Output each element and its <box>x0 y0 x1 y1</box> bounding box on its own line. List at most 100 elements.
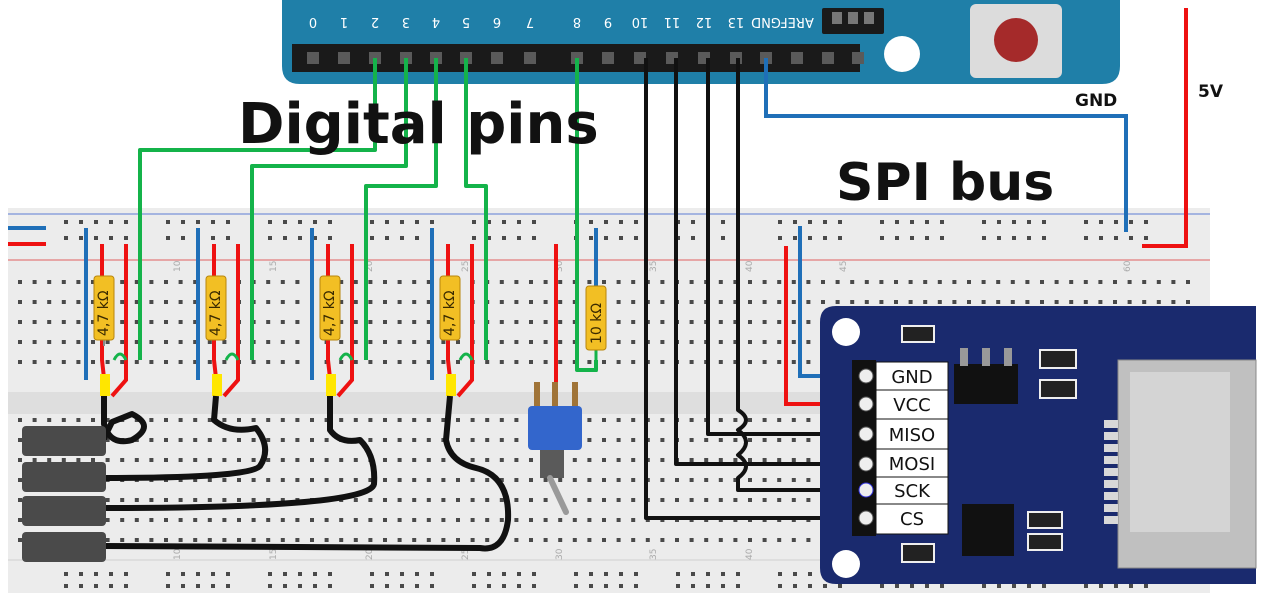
breadboard-hole <box>283 220 287 224</box>
column-number: 20 <box>365 260 375 272</box>
breadboard-hole <box>676 584 680 588</box>
breadboard-hole <box>1027 236 1031 240</box>
breadboard-hole <box>691 584 695 588</box>
arduino-pin-label: 3 <box>402 14 410 29</box>
breadboard-hole <box>120 498 125 502</box>
breadboard-hole <box>164 360 168 364</box>
breadboard-hole <box>634 572 638 576</box>
breadboard-hole <box>181 584 185 588</box>
breadboard-hole <box>748 438 752 442</box>
breadboard-hole <box>76 280 81 284</box>
breadboard-hole <box>32 280 37 284</box>
breadboard-hole <box>295 478 300 482</box>
breadboard-hole <box>178 280 183 284</box>
breadboard-hole <box>675 478 679 482</box>
breadboard-hole <box>604 572 608 576</box>
breadboard-hole <box>485 360 490 364</box>
breadboard-hole <box>704 498 709 502</box>
breadboard-hole <box>675 498 679 502</box>
breadboard-hole <box>572 340 577 344</box>
breadboard-hole <box>1156 300 1161 304</box>
breadboard-hole <box>660 538 665 542</box>
breadboard-hole <box>1084 220 1088 224</box>
breadboard-hole <box>806 280 811 284</box>
breadboard-hole <box>251 518 256 522</box>
breadboard-hole <box>222 360 227 364</box>
sd-contact <box>1104 516 1118 524</box>
breadboard-hole <box>514 280 519 284</box>
breadboard-hole <box>529 518 533 522</box>
sd-contact <box>1104 456 1118 464</box>
breadboard-hole <box>499 478 504 482</box>
breadboard-hole <box>193 518 198 522</box>
sensor-cable <box>103 395 269 481</box>
reset-button[interactable] <box>994 18 1038 62</box>
breadboard-hole <box>426 518 431 522</box>
breadboard-hole <box>430 220 434 224</box>
breadboard-hole <box>178 320 183 324</box>
breadboard-hole <box>426 300 431 304</box>
breadboard-hole <box>718 478 723 482</box>
breadboard-hole <box>368 418 373 422</box>
breadboard-hole <box>120 340 125 344</box>
breadboard-hole <box>368 498 373 502</box>
breadboard-hole <box>940 584 944 588</box>
breadboard-hole <box>211 584 215 588</box>
breadboard-hole <box>718 340 723 344</box>
toggle-switch[interactable] <box>528 406 582 450</box>
breadboard-hole <box>385 584 389 588</box>
breadboard-hole <box>733 280 738 284</box>
breadboard-hole <box>124 220 128 224</box>
breadboard-hole <box>295 438 300 442</box>
breadboard-hole <box>718 320 723 324</box>
breadboard-hole <box>689 478 694 482</box>
breadboard-hole <box>572 518 577 522</box>
breadboard-hole <box>791 360 796 364</box>
breadboard-hole <box>397 418 402 422</box>
smd-component <box>1027 511 1063 529</box>
breadboard-hole <box>124 236 128 240</box>
breadboard-hole <box>850 300 855 304</box>
breadboard-hole <box>791 458 796 462</box>
breadboard-hole <box>1156 280 1161 284</box>
icsp-pin <box>848 12 858 24</box>
probe <box>22 532 106 562</box>
arduino-pin-label: 8 <box>573 14 581 29</box>
breadboard-hole <box>529 360 533 364</box>
power-lead <box>110 244 128 398</box>
wire-cs <box>644 58 866 520</box>
breadboard-hole <box>691 572 695 576</box>
breadboard-hole <box>266 340 271 344</box>
breadboard-hole <box>426 478 431 482</box>
breadboard-hole <box>193 280 198 284</box>
breadboard-hole <box>910 584 914 588</box>
breadboard-hole <box>1083 300 1088 304</box>
breadboard-hole <box>283 572 287 576</box>
breadboard-hole <box>499 340 504 344</box>
jumper-loop <box>338 352 354 361</box>
breadboard-hole <box>470 538 475 542</box>
column-number: 40 <box>745 260 755 272</box>
breadboard-hole <box>660 360 665 364</box>
breadboard-hole <box>353 538 358 542</box>
breadboard-hole <box>1069 300 1074 304</box>
breadboard-hole <box>925 584 929 588</box>
breadboard-hole <box>645 538 650 542</box>
breadboard-hole <box>1042 236 1046 240</box>
breadboard-hole <box>1040 300 1044 304</box>
header-pin <box>524 52 536 64</box>
switch-lever[interactable] <box>547 475 569 515</box>
breadboard-hole <box>864 300 869 304</box>
sensor-cables <box>101 395 512 552</box>
breadboard-hole <box>616 418 621 422</box>
breadboard-hole <box>762 478 767 482</box>
breadboard-hole <box>456 538 460 542</box>
arduino-pin-label: 1 <box>340 14 348 29</box>
breadboard-hole <box>1069 280 1074 284</box>
breadboard-hole <box>178 340 183 344</box>
breadboard-hole <box>1113 280 1117 284</box>
breadboard-hole <box>514 360 519 364</box>
breadboard-hole <box>178 518 183 522</box>
breadboard-hole <box>328 220 332 224</box>
breadboard-hole <box>721 584 725 588</box>
